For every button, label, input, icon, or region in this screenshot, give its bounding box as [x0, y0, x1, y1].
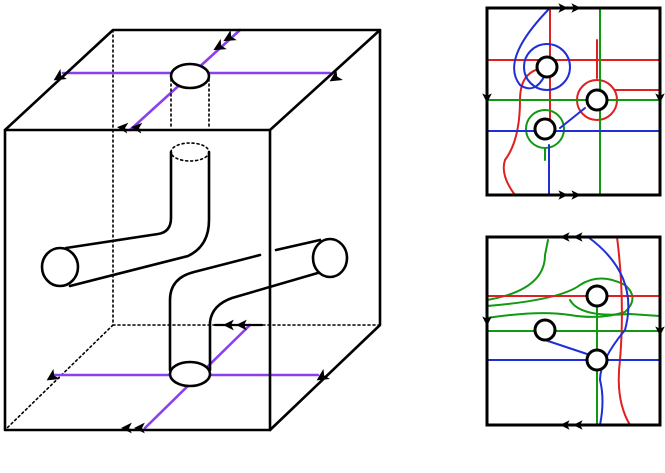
top-red-curves: [486, 7, 661, 196]
arrowhead-icon: [482, 93, 492, 103]
arrowhead-icon: [53, 68, 67, 81]
arrowhead-icon: [117, 122, 129, 134]
arrowhead-icon: [558, 190, 568, 200]
cube-arrows: [46, 29, 343, 434]
puncture-circle-icon: [533, 318, 557, 342]
puncture-circle-icon: [585, 348, 609, 372]
arrowhead-icon: [655, 93, 665, 103]
puncture-circle-icon: [533, 117, 557, 141]
arrowhead-icon: [46, 368, 60, 381]
tube-lower-bent: [168, 237, 349, 388]
tube-top-vertical: [169, 62, 211, 129]
square-diagram-top: [485, 6, 662, 197]
arrowhead-icon: [236, 319, 247, 331]
arrowhead-icon: [121, 422, 132, 434]
bottom-blue-curves: [486, 236, 661, 426]
puncture-circle-icon: [585, 284, 609, 308]
arrowhead-icon: [560, 232, 570, 242]
arrowhead-icon: [560, 420, 570, 430]
arrowhead-icon: [316, 368, 330, 381]
tube-upper-bent: [40, 142, 211, 288]
arrowhead-icon: [131, 122, 143, 134]
arrowhead-icon: [571, 190, 581, 200]
arrowhead-icon: [223, 319, 234, 331]
arrowhead-icon: [655, 326, 665, 336]
puncture-circle-icon: [585, 88, 609, 112]
arrowhead-icon: [573, 232, 583, 242]
puncture-circle-icon: [535, 55, 559, 79]
top-green-curves: [486, 7, 661, 196]
top-punctures: [533, 55, 609, 141]
top-blue-curves: [486, 9, 661, 196]
bottom-green-curves: [486, 239, 661, 426]
arrowhead-icon: [482, 316, 492, 326]
arrowhead-icon: [558, 3, 568, 13]
arrowhead-icon: [571, 3, 581, 13]
bottom-punctures: [533, 284, 609, 372]
cube-panel: [3, 28, 382, 432]
arrowhead-icon: [223, 29, 237, 42]
arrowhead-icon: [329, 69, 343, 82]
square-diagram-bottom: [485, 235, 662, 427]
arrowhead-icon: [573, 420, 583, 430]
arrowhead-icon: [213, 38, 227, 51]
square-arrows: [482, 3, 665, 430]
bottom-red-curves: [486, 236, 661, 426]
arrowhead-icon: [134, 422, 145, 434]
cube-edges: [3, 28, 382, 432]
